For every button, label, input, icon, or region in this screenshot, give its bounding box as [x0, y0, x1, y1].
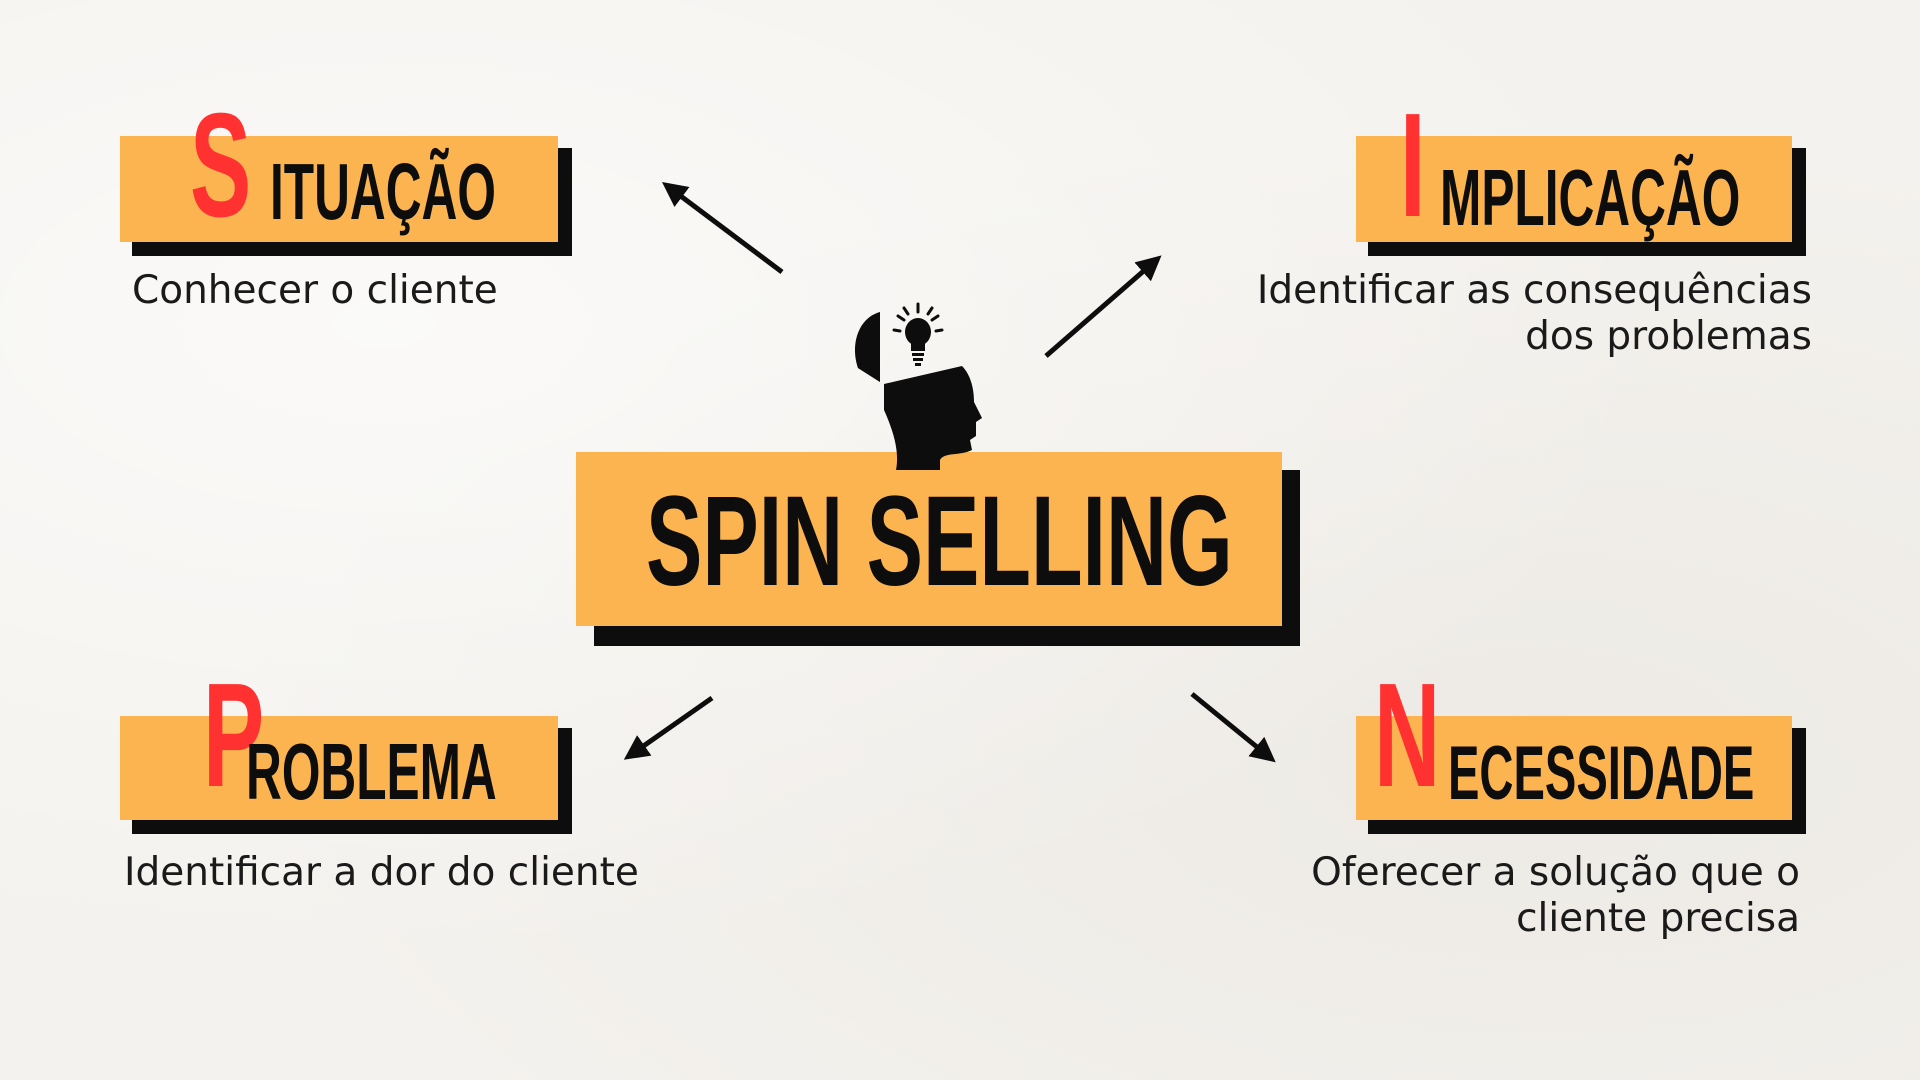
- center-title: SPIN SELLING: [646, 470, 1233, 613]
- situacao-heading: ITUAÇÃO: [270, 147, 496, 236]
- situacao-description: Conhecer o cliente: [132, 268, 498, 313]
- problema-label-box: [120, 716, 572, 834]
- arrow-to-problema: [623, 695, 714, 760]
- necessidade-description-line2: cliente precisa: [1516, 896, 1800, 941]
- arrow-to-implicacao: [1044, 255, 1162, 358]
- situacao-label-box: [120, 136, 572, 256]
- problema-initial-letter: P: [203, 653, 265, 818]
- necessidade-initial-letter: N: [1374, 653, 1441, 818]
- center-title-box: [576, 452, 1300, 646]
- head-lightbulb-icon: [854, 302, 982, 470]
- implicacao-description-line2: dos problemas: [1525, 314, 1812, 359]
- situacao-initial-letter: S: [190, 83, 252, 248]
- necessidade-label-box: [1356, 716, 1806, 834]
- arrow-to-necessidade: [1190, 692, 1276, 763]
- necessidade-description: Oferecer a solução que o cliente precisa: [1150, 850, 1800, 942]
- arrow-to-situacao: [662, 182, 784, 274]
- implicacao-description: Identificar as consequências dos problem…: [1160, 268, 1812, 360]
- necessidade-description-line1: Oferecer a solução que o: [1311, 850, 1800, 895]
- implicacao-label-box: [1356, 136, 1806, 256]
- implicacao-initial-letter: I: [1400, 83, 1426, 248]
- problema-description: Identificar a dor do cliente: [124, 850, 639, 895]
- necessidade-heading: ECESSIDADE: [1448, 731, 1755, 816]
- problema-heading: ROBLEMA: [246, 727, 497, 816]
- implicacao-heading: MPLICAÇÃO: [1440, 153, 1741, 242]
- implicacao-description-line1: Identificar as consequências: [1256, 268, 1812, 313]
